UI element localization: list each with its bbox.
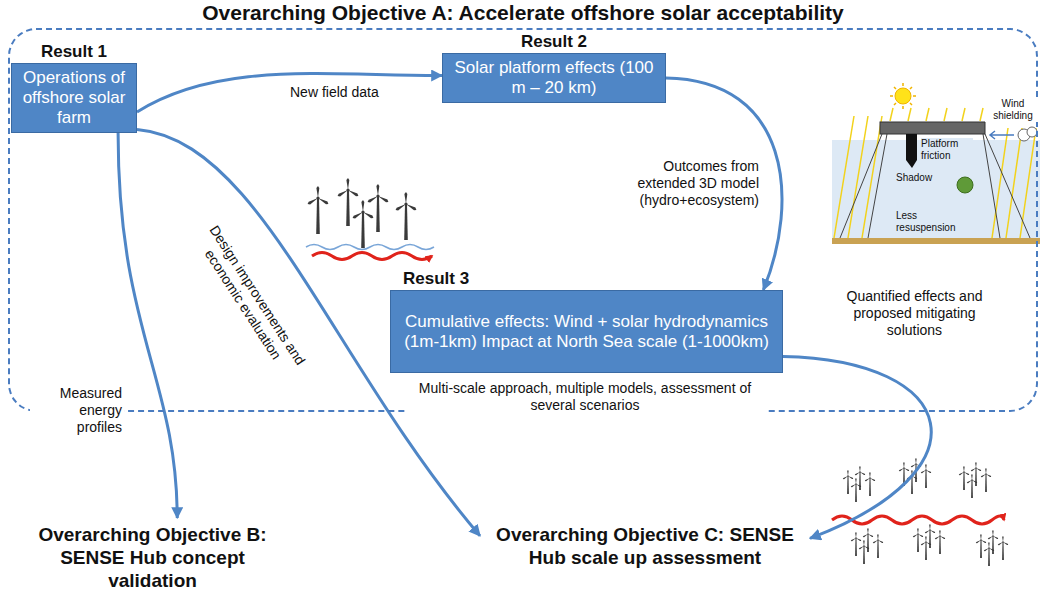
region-heading: Overarching Objective A: Accelerate offs… [10, 1, 1036, 25]
objective-text: Overarching Objective C: SENSE Hub scale… [480, 518, 810, 569]
sketch-part [990, 131, 1014, 139]
note-text: Multi-scale approach, multiple models, a… [405, 380, 765, 414]
wind-turbine [924, 524, 935, 548]
result-box: Result 3Cumulative effects: Wind + solar… [390, 290, 783, 373]
sketch-part [395, 192, 417, 240]
seabed [832, 238, 1040, 244]
objective-region: Overarching Objective A: Accelerate offs… [8, 28, 1038, 412]
wind-farm-cluster [832, 458, 1009, 566]
edge-label: Measured energy profiles [30, 385, 124, 436]
sketch-part [1027, 127, 1037, 137]
light-ray [944, 108, 947, 121]
edge-label: Outcomes from extended 3D model (hydro+e… [612, 158, 761, 209]
light-ray [962, 108, 965, 121]
objective-label: Overarching Objective B: SENSE Hub conce… [15, 523, 290, 592]
sketch-part [367, 184, 389, 232]
wind-turbine [854, 466, 865, 490]
sketch-part [337, 178, 359, 226]
light-ray [926, 108, 929, 121]
wind-turbine [970, 462, 981, 486]
result-heading: Result 2 [443, 32, 665, 52]
wind-turbine [920, 464, 931, 488]
sketch-part [895, 88, 911, 104]
light-ray [908, 108, 911, 121]
edge-label: Design improvements and economic evaluat… [180, 205, 320, 395]
solar-platform-sketch [832, 83, 1040, 244]
edge-label: Quantified effects and proposed mitigati… [830, 288, 999, 339]
box-text: Operations of offshore solar farm [18, 68, 130, 128]
wind-turbine [958, 466, 969, 490]
result-heading: Result 1 [12, 42, 136, 62]
wind-farm-sketch [306, 178, 434, 260]
wind-turbine [850, 532, 861, 556]
wind-turbine [872, 534, 883, 558]
sketch-part [890, 83, 916, 109]
callout-label: Platform friction [921, 138, 973, 162]
wind-turbine [980, 468, 991, 492]
box-text: Solar platform effects (100 m – 20 km) [449, 58, 659, 98]
result-box: Result 2Solar platform effects (100 m – … [442, 53, 666, 103]
wind-turbine [862, 528, 873, 552]
mooring-lines [840, 134, 1030, 238]
objective-text: Overarching Objective B: SENSE Hub conce… [15, 518, 290, 592]
light-ray [980, 108, 983, 121]
plankton [957, 177, 973, 193]
connector-arrow [118, 133, 177, 518]
sketch-part [307, 186, 329, 234]
sketch-part [840, 134, 1030, 238]
connector-arrow [137, 74, 442, 112]
sun [890, 83, 916, 109]
light-ray [1006, 128, 1022, 238]
sketch-part [352, 200, 374, 248]
platform [880, 122, 985, 134]
wind-turbine [842, 470, 853, 494]
wind-turbine [997, 536, 1008, 560]
wind-turbine [912, 528, 923, 552]
light-rays [834, 108, 1036, 238]
wind-turbine [864, 472, 875, 496]
callout-label: Shadow [896, 172, 936, 184]
wind-turbine [987, 530, 998, 554]
objective-label: Overarching Objective C: SENSE Hub scale… [480, 523, 810, 569]
wind-symbol [990, 127, 1037, 141]
result-box: Result 1Operations of offshore solar far… [11, 63, 137, 133]
edge-label: New field data [288, 84, 392, 101]
result-heading: Result 3 [391, 269, 782, 289]
light-ray [992, 128, 1008, 238]
connector-arrow [783, 356, 931, 538]
callout-label: Wind shielding [985, 98, 1041, 122]
wind-turbine [934, 530, 945, 554]
sketch-part [312, 253, 432, 260]
sketch-part [306, 245, 434, 250]
callout-label: Less resuspension [896, 210, 978, 234]
box-text: Cumulative effects: Wind + solar hydrody… [397, 312, 776, 352]
friction-shape [906, 134, 917, 168]
wind-turbine [975, 534, 986, 558]
light-ray [890, 108, 893, 121]
